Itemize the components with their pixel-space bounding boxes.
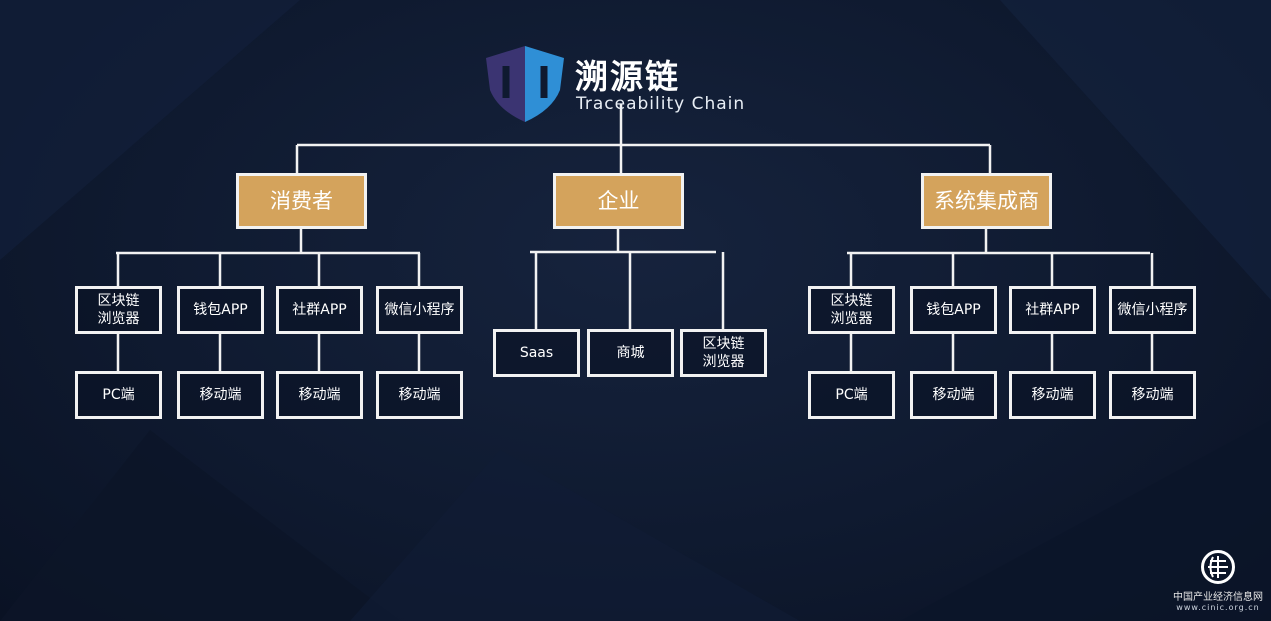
integrator-platform-mobile: 移动端 xyxy=(1109,371,1196,419)
category-consumer: 消费者 xyxy=(236,173,367,229)
logo-subtitle: Traceability Chain xyxy=(576,94,746,114)
integrator-channel-browser: 区块链 浏览器 xyxy=(808,286,895,334)
consumer-channel-community: 社群APP xyxy=(276,286,363,334)
integrator-platform-mobile: 移动端 xyxy=(1009,371,1096,419)
watermark-url: www.cinic.org.cn xyxy=(1176,603,1260,612)
consumer-platform-mobile: 移动端 xyxy=(276,371,363,419)
watermark-name: 中国产业经济信息网 xyxy=(1173,592,1263,603)
integrator-platform-mobile: 移动端 xyxy=(910,371,997,419)
integrator-platform-pc: PC端 xyxy=(808,371,895,419)
integrator-channel-community: 社群APP xyxy=(1009,286,1096,334)
enterprise-channel-browser: 区块链 浏览器 xyxy=(680,329,767,377)
consumer-platform-mobile: 移动端 xyxy=(177,371,264,419)
watermark: 中国产业经济信息网 www.cinic.org.cn xyxy=(1168,550,1268,612)
shield-logo-icon xyxy=(486,46,564,122)
consumer-channel-miniprogram: 微信小程序 xyxy=(376,286,463,334)
consumer-channel-wallet: 钱包APP xyxy=(177,286,264,334)
consumer-platform-mobile: 移动端 xyxy=(376,371,463,419)
integrator-channel-wallet: 钱包APP xyxy=(910,286,997,334)
consumer-channel-browser: 区块链 浏览器 xyxy=(75,286,162,334)
enterprise-channel-saas: Saas xyxy=(493,329,580,377)
globe-logo-icon xyxy=(1201,550,1235,584)
category-enterprise: 企业 xyxy=(553,173,684,229)
enterprise-channel-mall: 商城 xyxy=(587,329,674,377)
consumer-platform-pc: PC端 xyxy=(75,371,162,419)
integrator-channel-miniprogram: 微信小程序 xyxy=(1109,286,1196,334)
logo-title: 溯源链 xyxy=(575,57,680,96)
category-integrator: 系统集成商 xyxy=(921,173,1052,229)
